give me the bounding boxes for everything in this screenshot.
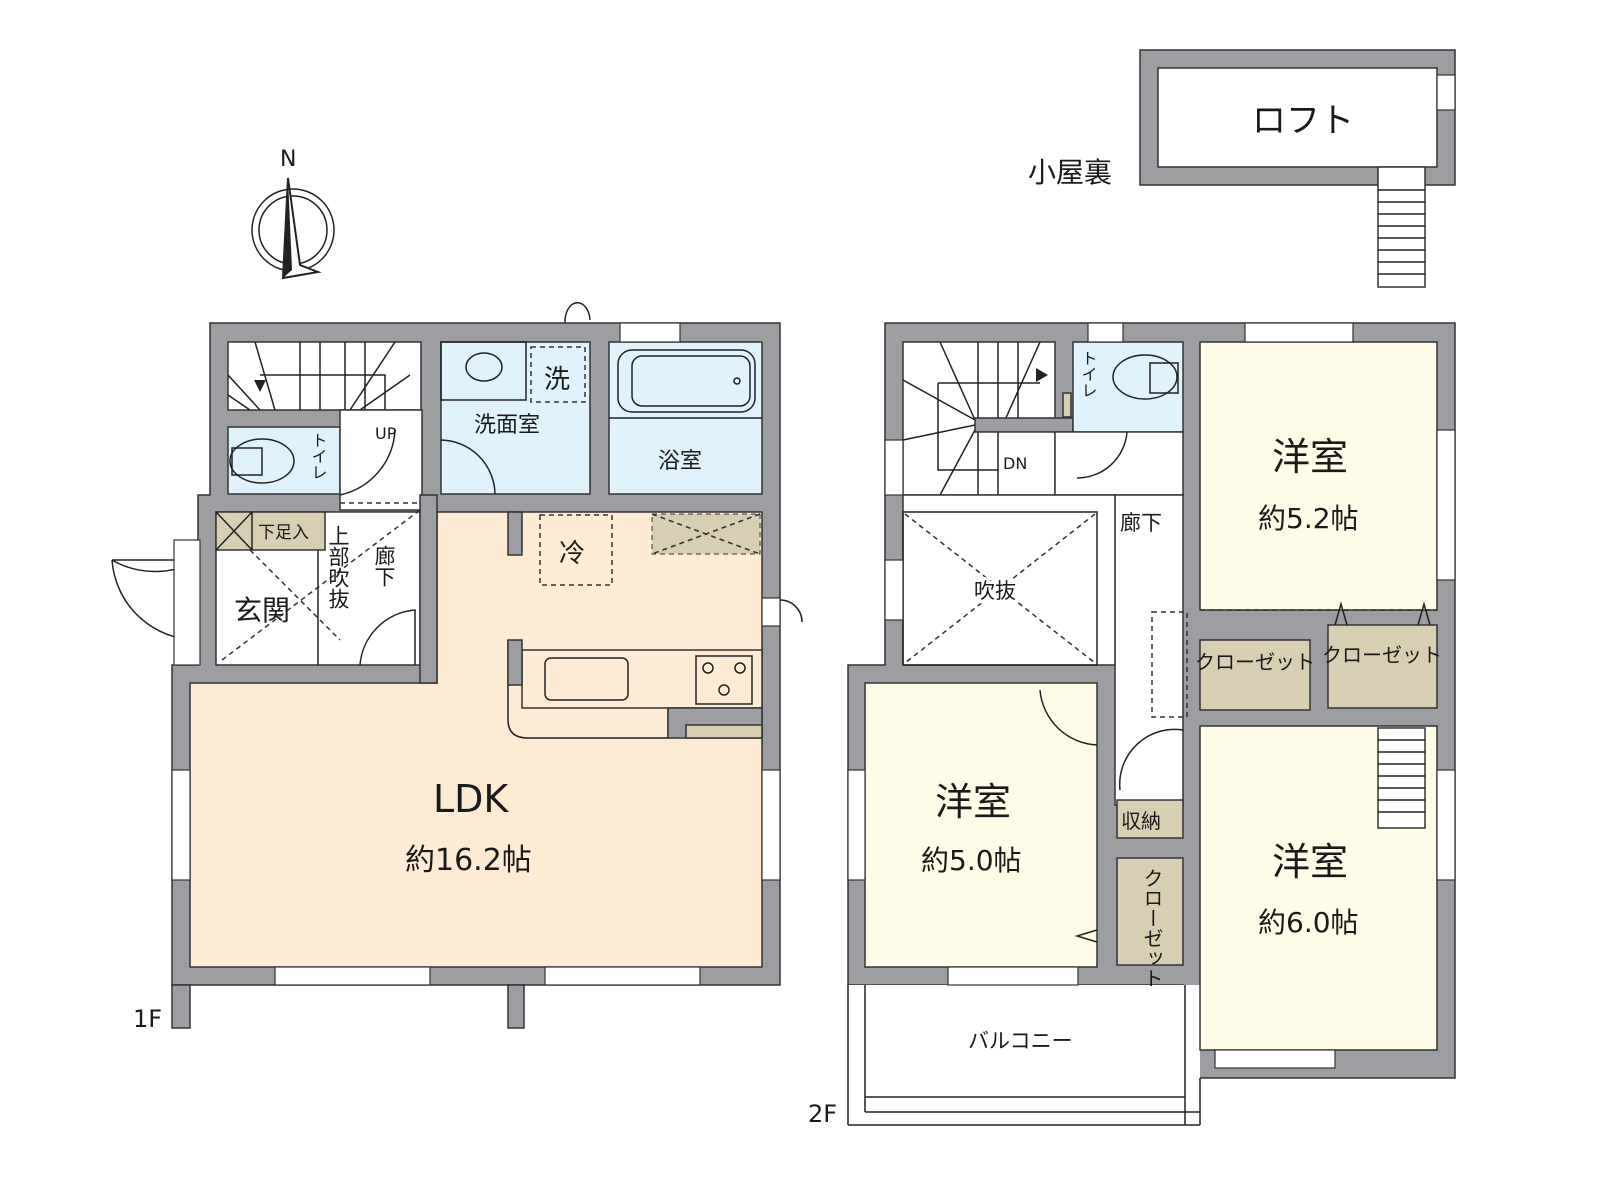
loft-ladder [1377,727,1426,829]
closet-a-label: クローゼット [1195,650,1315,674]
kitchen-sink-icon [544,657,629,701]
floor1-hall [339,409,423,511]
ldk-size: 約16.2帖 [405,843,532,878]
closet-c-label: クローゼット [1140,868,1164,988]
western-room-a-size: 約5.2帖 [1258,502,1359,535]
atrium-above-label: 上部吹抜 [326,525,350,609]
window [1436,429,1456,581]
floor1-toilet [227,426,341,495]
window [761,769,781,881]
western-room-c-label: 洋室 [1272,840,1348,884]
washer-label: 洗 [544,365,570,395]
window [1214,1049,1336,1069]
floor2-stairs-down-label: DN [1003,454,1027,473]
floor1-stairs-up-label: UP [375,424,397,443]
window [171,769,191,881]
window [544,966,701,986]
toilet-bowl-icon [229,438,295,484]
floor1-pillar [171,984,191,1029]
door-swing [440,439,496,495]
washer-space [530,346,586,403]
closet-c [1116,857,1184,966]
window [274,966,431,986]
loft-stairs [1377,166,1426,288]
closet-a [1199,639,1311,711]
window [847,769,866,881]
fridge-label: 冷 [559,539,585,569]
floor2-corridor [1114,494,1184,806]
balcony [848,985,1200,1125]
ldk-label: LDK [433,777,509,821]
atrium-label: 吹抜 [974,579,1016,603]
compass-needle-icon [281,177,322,280]
storage [1116,799,1184,839]
loft: ロフト 小屋裏 [1028,49,1456,288]
entrance-label: 玄関 [234,594,290,627]
floor-1: トイレ UP 下足入 玄関 上部吹抜 廊下 洗 洗面室 浴室 [111,301,803,1033]
north-label: N [280,147,296,172]
washroom-label: 洗面室 [474,413,540,438]
compass-needle-dark [283,178,292,278]
floor1-stairs [227,341,422,411]
western-room-5-2 [1199,341,1438,611]
loft-label: ロフト [1252,101,1354,141]
attic-label: 小屋裏 [1028,156,1112,189]
floor2-stairs [902,341,1074,496]
floor-2: バルコニー 2F DN トイレ 廊下 吹抜 洋室 約5.2帖 [808,322,1456,1128]
stove-icon [695,655,753,705]
floor2-label: 2F [808,1100,837,1128]
bath-label: 浴室 [658,449,702,474]
window [1244,322,1354,343]
window [947,966,1079,986]
loft-room [1157,67,1438,168]
western-room-b-size: 約5.0帖 [921,844,1022,877]
western-room-b-label: 洋室 [935,780,1011,824]
floor2-corridor-label: 廊下 [1120,511,1162,535]
door-swing [339,429,396,496]
closet-b-label: クローゼット [1322,643,1442,667]
closet-b [1327,624,1438,709]
compass: N [251,147,335,280]
western-room-a-label: 洋室 [1272,435,1348,479]
western-room-5-0 [864,682,1098,968]
western-room-c-size: 約6.0帖 [1258,906,1359,939]
floor1-pillar [507,984,525,1029]
floor1-toilet-label: トイレ [309,432,328,480]
fridge-space [539,514,613,586]
floor1-label: 1F [133,1005,162,1033]
bathtub-icon [617,349,756,413]
balcony-label: バルコニー [968,1029,1073,1053]
floor2-toilet [1072,341,1184,433]
floor2-toilet-label: トイレ [1079,350,1098,398]
storage-label: 収納 [1121,809,1161,833]
shoe-storage-label: 下足入 [258,523,309,543]
toilet-tank-icon [231,447,263,476]
stair-arrow-icon [1036,368,1048,382]
toilet-bowl-icon [1112,354,1178,400]
sink-icon [465,352,503,382]
floor1-corridor-label: 廊下 [372,545,396,587]
window [1436,769,1456,881]
stair-arrow-icon [254,380,266,392]
